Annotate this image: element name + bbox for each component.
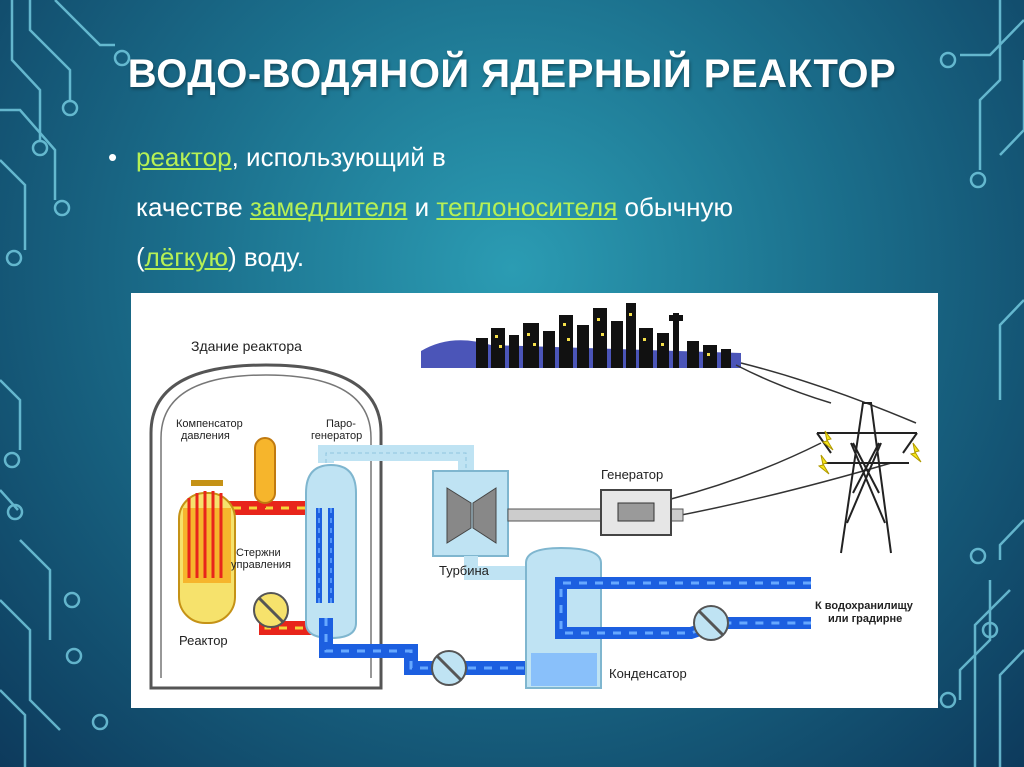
definition-text-3: и [407, 192, 437, 222]
label-pressurizer-2: давления [181, 430, 230, 442]
link-light-water[interactable]: лёгкую [144, 242, 228, 272]
transmission-tower-icon [816, 402, 918, 554]
label-control-rods-2: управления [231, 559, 291, 571]
label-control-rods-1: Стержни [236, 547, 281, 559]
reactor-vessel-icon [178, 480, 236, 624]
definition-text-5: ( [136, 242, 145, 272]
label-turbine: Турбина [439, 563, 490, 578]
label-steam-gen-2: генератор [311, 430, 362, 442]
city-skyline-icon [421, 303, 741, 368]
definition-text-2: качестве [136, 192, 250, 222]
link-moderator[interactable]: замедлителя [249, 192, 408, 222]
definition-text: • реактор, использующий в качестве замед… [108, 132, 892, 282]
reactor-building-icon [149, 363, 383, 690]
definition-text-1: , использующий в [231, 142, 446, 172]
label-reactor: Реактор [179, 633, 228, 648]
generator-icon [600, 489, 672, 536]
bullet-icon: • [108, 142, 118, 172]
label-condenser: Конденсатор [609, 666, 687, 681]
pressurizer-icon [254, 437, 276, 504]
label-to-reservoir-1: К водохранилищу [815, 600, 914, 612]
reactor-diagram: Здание реактора Компенсатор давления Пар… [131, 293, 938, 708]
label-to-reservoir-2: или градирне [828, 613, 902, 625]
definition-line-2: качестве замедлителя и теплоносителя обы… [112, 182, 892, 232]
label-generator: Генератор [601, 467, 663, 482]
label-pressurizer-1: Компенсатор [176, 418, 243, 430]
link-coolant[interactable]: теплоносителя [436, 192, 618, 222]
definition-line-3: (лёгкую) воду. [112, 232, 892, 282]
label-steam-gen-1: Паро- [326, 418, 356, 430]
definition-text-6: ) воду. [227, 242, 305, 272]
slide-title: ВОДО-ВОДЯНОЙ ЯДЕРНЫЙ РЕАКТОР [127, 52, 897, 96]
definition-line-1: реактор, использующий в [112, 132, 892, 182]
link-reactor[interactable]: реактор [136, 142, 232, 172]
label-building: Здание реактора [191, 338, 302, 354]
definition-text-4: обычную [617, 192, 733, 222]
